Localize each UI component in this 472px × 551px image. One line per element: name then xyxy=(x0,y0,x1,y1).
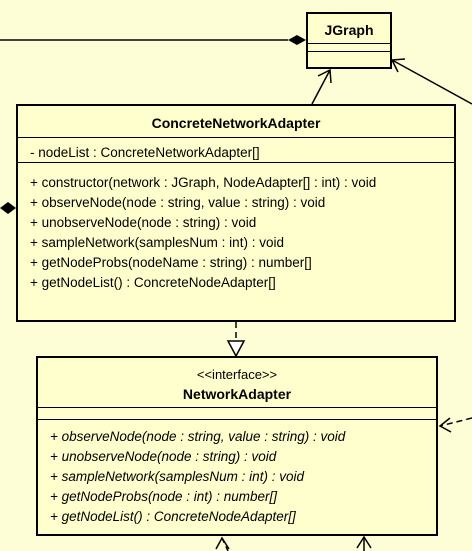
class-name: JGraph xyxy=(324,22,374,38)
class-jgraph[interactable]: JGraph xyxy=(306,12,392,69)
divider xyxy=(38,419,436,420)
divider xyxy=(308,51,390,52)
operation: + observeNode(node : string, value : str… xyxy=(30,195,326,210)
stereotype-label: <<interface>> xyxy=(196,367,278,382)
operation: + unobserveNode(node : string) : void xyxy=(30,215,257,230)
divider xyxy=(18,162,454,163)
association-arrowhead-bottom-right xyxy=(356,535,372,549)
composition-diamond-jgraph xyxy=(288,35,306,45)
operation: + getNodeProbs(node : int) : number[] xyxy=(50,489,278,504)
operation: + getNodeList() : ConcreteNodeAdapter[] xyxy=(50,509,296,524)
operation: + sampleNetwork(samplesNum : int) : void xyxy=(50,469,304,484)
dependency-line-right xyxy=(439,417,472,427)
association-arrowhead-right xyxy=(390,58,406,73)
class-concrete-network-adapter[interactable]: ConcreteNetworkAdapter - nodeList : Conc… xyxy=(16,104,456,322)
operation: + sampleNetwork(samplesNum : int) : void xyxy=(30,235,284,250)
association-line-cna-jgraph xyxy=(311,69,331,105)
association-line-right-jgraph xyxy=(391,59,472,105)
composition-diamond-cna xyxy=(0,202,16,214)
divider xyxy=(18,137,454,138)
operation: + getNodeList() : ConcreteNodeAdapter[] xyxy=(30,275,276,290)
operation: + getNodeProbs(nodeName : string) : numb… xyxy=(30,255,312,270)
association-arrowhead-jgraph xyxy=(317,68,332,84)
divider xyxy=(38,407,436,408)
operation: + observeNode(node : string, value : str… xyxy=(50,429,346,444)
realization-triangle xyxy=(226,340,246,358)
dependency-arrowhead-right xyxy=(438,417,452,433)
operation: + unobserveNode(node : string) : void xyxy=(50,449,277,464)
attribute: - nodeList : ConcreteNetworkAdapter[] xyxy=(30,145,260,160)
interface-name: NetworkAdapter xyxy=(182,386,292,402)
divider xyxy=(308,43,390,44)
interface-network-adapter[interactable]: <<interface>> NetworkAdapter + observeNo… xyxy=(36,356,438,536)
operation: + constructor(network : JGraph, NodeAdap… xyxy=(30,175,377,190)
dependency-arrowhead-bottom-left xyxy=(215,536,230,550)
class-name: ConcreteNetworkAdapter xyxy=(151,115,321,131)
